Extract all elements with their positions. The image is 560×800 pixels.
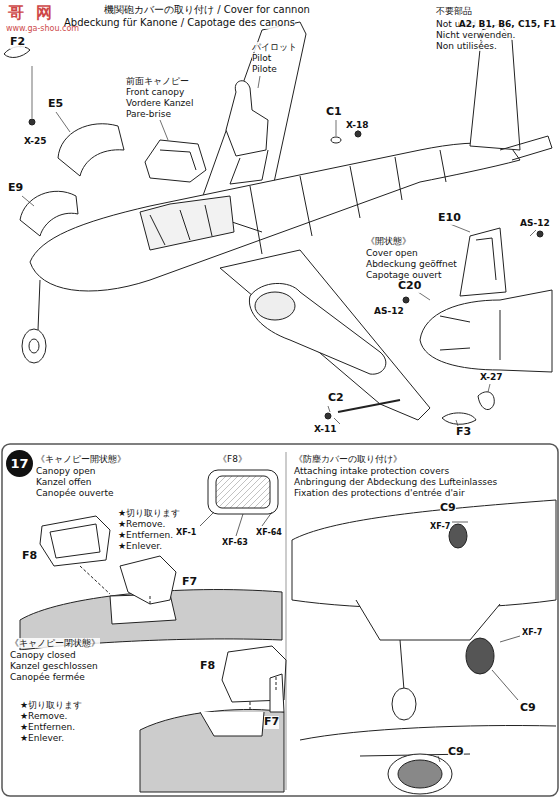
part-label: C20 — [398, 280, 421, 293]
part-label: E10 — [438, 212, 461, 225]
part-label: C2 — [328, 392, 344, 405]
instruction-text: Abdeckung geöffnet — [366, 259, 457, 269]
part-label: C9 — [440, 502, 456, 515]
instruction-text: パイロット — [252, 42, 297, 52]
part-label: X-25 — [24, 136, 46, 146]
part-label: XF-7 — [430, 522, 450, 531]
part-label: E5 — [48, 98, 63, 111]
step-number-circle: 17 — [6, 450, 33, 477]
instruction-text: Front canopy — [126, 87, 184, 97]
part-label: A2, B1, B6, C15, F1 — [459, 19, 556, 29]
instruction-text: Kanzel offen — [36, 477, 92, 487]
part-label: XF-7 — [522, 628, 542, 637]
part-label: F2 — [10, 36, 25, 49]
part-label: F8 — [200, 660, 215, 673]
part-label: AS-12 — [520, 218, 550, 228]
part-label: F3 — [456, 426, 471, 439]
part-label: C9 — [448, 746, 464, 759]
part-label: XF-64 — [256, 528, 282, 537]
instruction-text: 《開状態》 — [366, 236, 411, 246]
part-label: X-27 — [480, 372, 502, 382]
instruction-text: Anbringung der Abdeckung des Lufteinlass… — [294, 477, 497, 487]
instruction-text: Canopée ouverte — [36, 488, 114, 498]
instruction-text: ★切り取ります — [118, 508, 180, 518]
instruction-text: ★Entfernen. — [20, 722, 75, 732]
watermark: 网 — [36, 4, 52, 22]
part-label: XF-63 — [222, 538, 248, 547]
instruction-text: ★Remove. — [118, 519, 165, 529]
part-label: C1 — [326, 106, 342, 119]
instruction-text: 《防塵カバーの取り付け》 — [294, 454, 402, 464]
instruction-text: Pilote — [252, 64, 277, 74]
instruction-text: Pilot — [252, 53, 271, 63]
part-label: XF-1 — [176, 528, 196, 537]
instruction-text: 《キャノピー閉状態》 — [10, 638, 100, 648]
watermark: 哥 — [8, 4, 24, 22]
instruction-text: Vordere Kanzel — [126, 98, 193, 108]
instruction-text: ★Enlever. — [20, 733, 64, 743]
instruction-text: ★切り取ります — [20, 700, 82, 710]
watermark: www.ga-shou.com — [6, 24, 79, 33]
instruction-text: Kanzel geschlossen — [10, 661, 98, 671]
part-label: C9 — [520, 702, 536, 715]
instruction-text: Cover open — [366, 248, 418, 258]
step-number: 17 — [10, 456, 28, 471]
instruction-text: Non utilisées. — [436, 41, 497, 51]
instruction-text: Capotage ouvert — [366, 270, 441, 280]
instruction-text: Canopée fermée — [10, 672, 85, 682]
part-label: E9 — [8, 182, 23, 195]
instruction-text: Pare-brise — [126, 109, 171, 119]
instruction-text: ★Entfernen. — [118, 530, 173, 540]
instruction-text: Attaching intake protection covers — [294, 466, 449, 476]
instruction-text: 《F8》 — [218, 454, 247, 464]
part-label: X-18 — [346, 120, 368, 130]
instruction-text: ★Remove. — [20, 711, 67, 721]
instruction-text: Canopy closed — [10, 650, 76, 660]
instruction-text: Nicht verwenden. — [436, 30, 515, 40]
instruction-text: ★Enlever. — [118, 541, 162, 551]
part-label: X-11 — [314, 424, 336, 434]
instruction-text: 前面キャノピー — [126, 76, 189, 86]
instruction-text: Abdeckung für Kanone / Capotage des cano… — [64, 17, 295, 29]
part-label: F8 — [22, 550, 37, 563]
part-label: F7 — [182, 576, 197, 589]
instruction-text: 《キャノピー開状態》 — [36, 454, 126, 464]
instruction-text: 不要部品 — [436, 6, 472, 16]
instruction-text: 機関砲カバーの取り付け / Cover for cannon — [104, 4, 310, 16]
instruction-text: Fixation des protections d'entrée d'air — [294, 488, 465, 498]
part-label: AS-12 — [374, 306, 404, 316]
instruction-text: Canopy open — [36, 466, 95, 476]
part-label: F7 — [264, 716, 279, 729]
